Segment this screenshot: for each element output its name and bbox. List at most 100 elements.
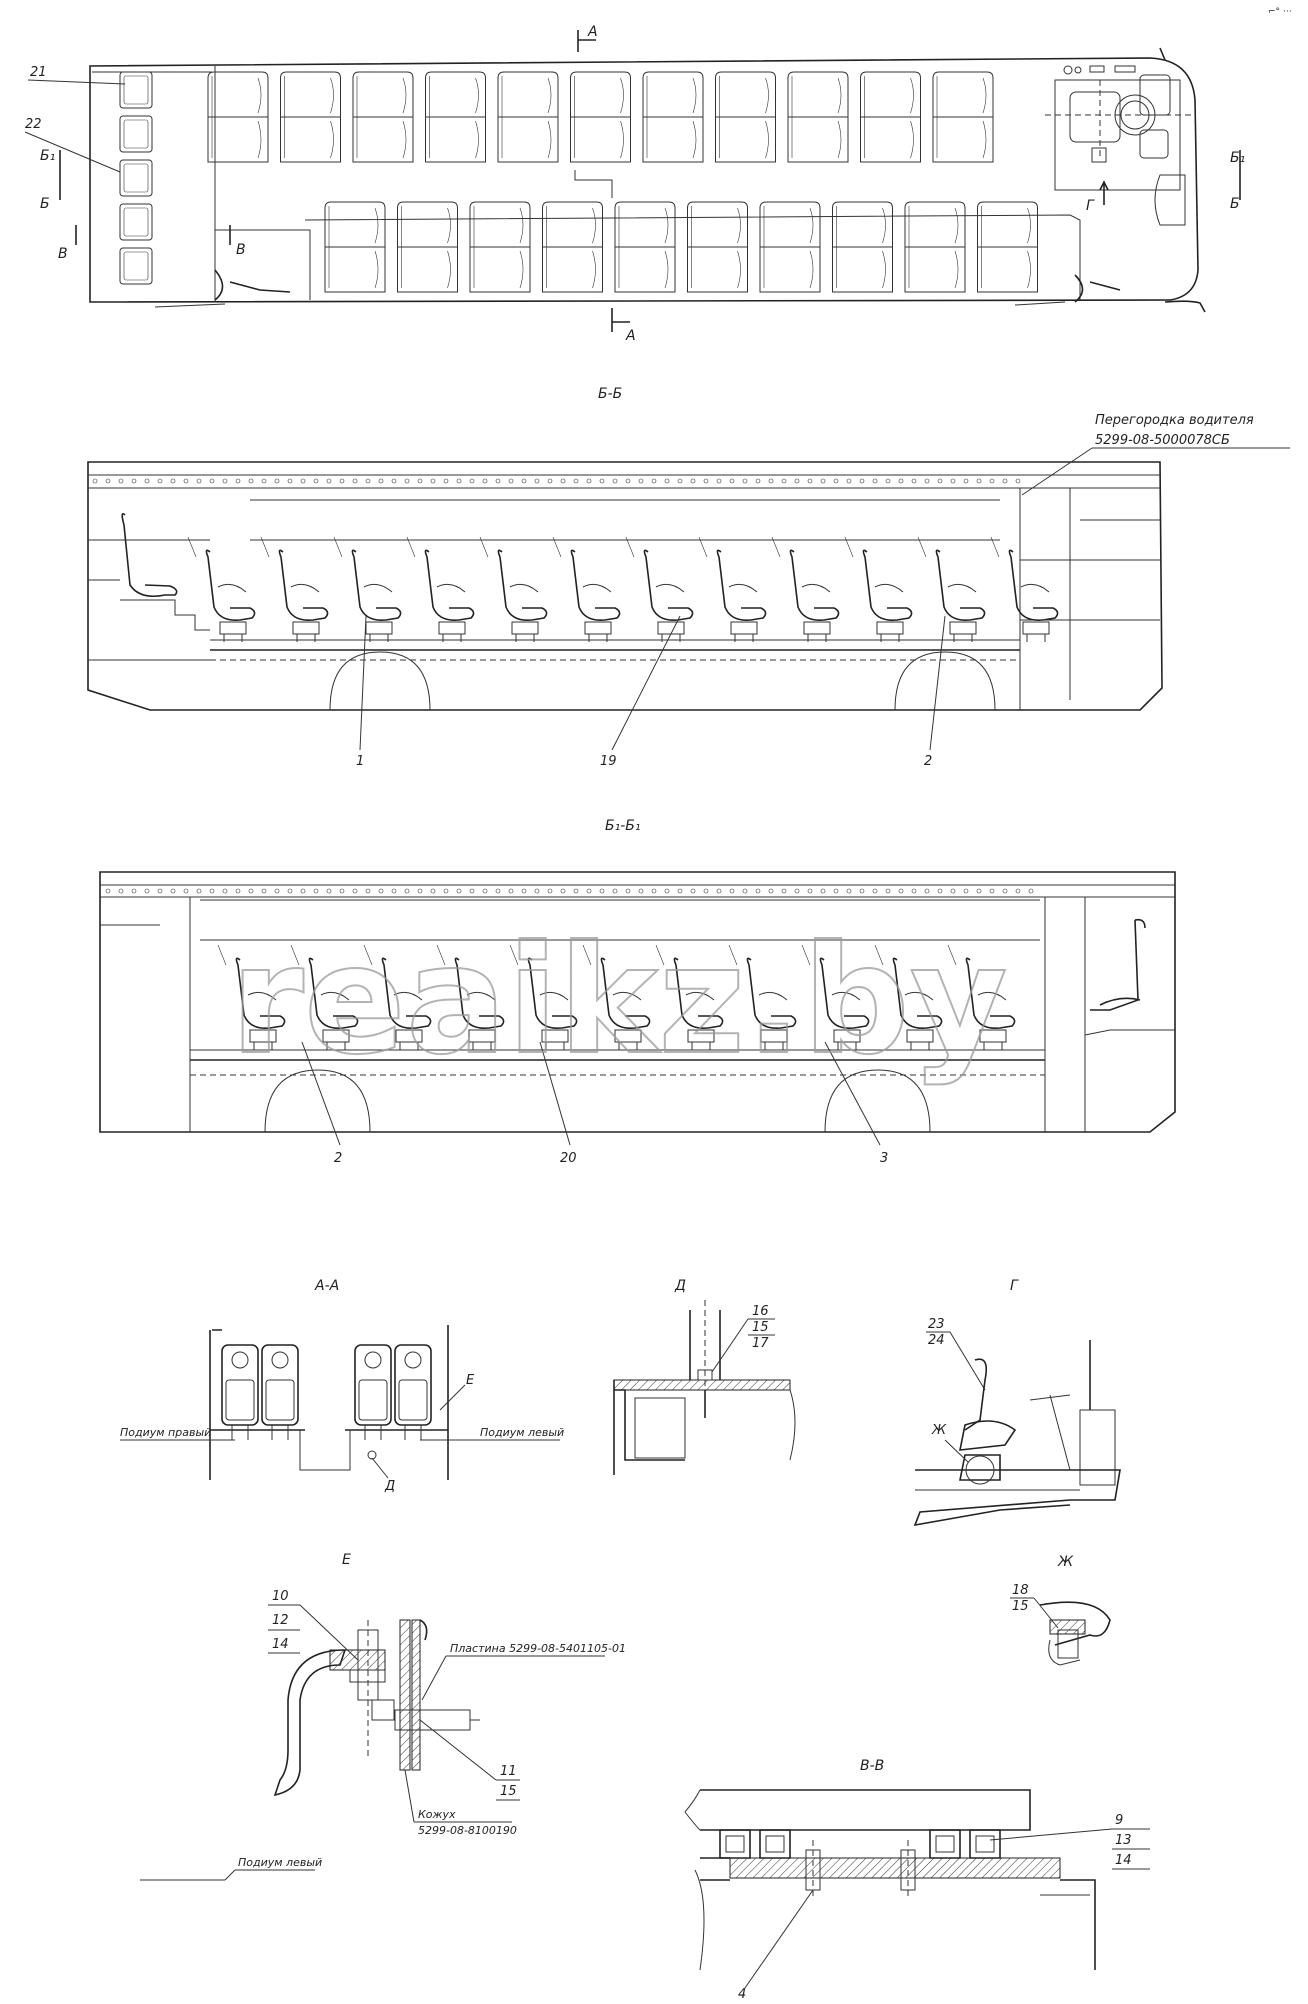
plan-view: А А Б Б₁ В В Б₁ Б Г <box>24 24 1245 344</box>
svg-text:16: 16 <box>752 1304 769 1319</box>
rivet <box>898 478 904 484</box>
rivet <box>274 478 280 484</box>
rivet <box>664 888 670 894</box>
rivet <box>118 888 124 894</box>
callout-bb-19: 19 <box>600 615 681 769</box>
seat-front-view <box>394 1344 432 1440</box>
rivet <box>313 888 319 894</box>
svg-text:2: 2 <box>924 754 932 769</box>
seat-side <box>333 536 402 642</box>
rivet <box>456 478 462 484</box>
seat-side <box>771 536 840 642</box>
rivet <box>768 888 774 894</box>
seat-pair-plan <box>642 71 704 163</box>
rivet <box>950 888 956 894</box>
rivet <box>248 478 254 484</box>
rivet <box>885 478 891 484</box>
seat-side <box>990 536 1059 642</box>
rivet <box>638 478 644 484</box>
rivet <box>183 888 189 894</box>
rivet <box>261 888 267 894</box>
rivet <box>365 888 371 894</box>
rear-seat <box>119 159 153 197</box>
svg-text:12: 12 <box>272 1613 289 1628</box>
seat-pair-plan <box>715 71 776 163</box>
rivet <box>469 888 475 894</box>
section-marker-a-top: А <box>577 24 598 52</box>
vv-bolt-right <box>900 1840 916 1900</box>
callouts-e-right: 11 15 <box>419 1719 520 1801</box>
rivet <box>937 888 943 894</box>
callouts-vv-right: 9 13 14 <box>989 1813 1150 1870</box>
label-podium-left-e: Подиум левый <box>140 1856 322 1881</box>
detail-e-view: Е 10 12 14 Пластина 5299-08-5401105-01 1… <box>140 1552 626 1881</box>
rivet <box>963 888 969 894</box>
rivet <box>807 888 813 894</box>
section-marker-a-bottom: А <box>611 308 636 344</box>
vv-seat-rails <box>719 1829 1001 1859</box>
rivet <box>430 478 436 484</box>
svg-text:21: 21 <box>30 65 47 80</box>
seat-pair-plan <box>570 71 631 163</box>
rivet <box>924 478 930 484</box>
rivet <box>300 478 306 484</box>
rivet <box>326 478 332 484</box>
rivet <box>781 478 787 484</box>
rivet <box>664 478 670 484</box>
rivet <box>742 888 748 894</box>
detail-g-view: Г 23 24 Ж <box>913 1278 1121 1527</box>
rivet <box>222 888 228 894</box>
rivet <box>781 888 787 894</box>
seat-side <box>363 944 432 1050</box>
rivet <box>443 888 449 894</box>
seat-side <box>479 536 548 642</box>
rivet <box>313 478 319 484</box>
rivet <box>144 478 150 484</box>
rivet <box>105 888 111 894</box>
rear-seat-side <box>121 512 178 598</box>
svg-text:5299-08-8100190: 5299-08-8100190 <box>418 1824 517 1837</box>
svg-text:Перегородка водителя: Перегородка водителя <box>1095 413 1254 428</box>
rivet <box>1015 478 1021 484</box>
rivet <box>495 888 501 894</box>
rivet <box>261 478 267 484</box>
rivet <box>729 478 735 484</box>
seat-side <box>625 536 694 642</box>
rivet <box>677 478 683 484</box>
svg-text:1: 1 <box>356 754 364 769</box>
svg-text:А: А <box>625 328 636 344</box>
driver-seat-b1 <box>1090 918 1146 1011</box>
rivet <box>157 888 163 894</box>
seat-pair-plan <box>542 201 603 293</box>
rivet-row-bb <box>92 478 1021 484</box>
svg-text:А-А: А-А <box>314 1278 339 1294</box>
seat-pair-plan <box>324 201 386 293</box>
corner-mark: ⌐° ··· <box>1268 7 1292 17</box>
svg-text:2: 2 <box>334 1151 342 1166</box>
rivet <box>443 478 449 484</box>
rivet <box>300 888 306 894</box>
callout-b1-20: 20 <box>539 1041 577 1166</box>
rivet <box>950 478 956 484</box>
rivet <box>807 478 813 484</box>
rivet <box>573 478 579 484</box>
callouts-d: 16 15 17 <box>711 1304 775 1373</box>
seat-side <box>217 944 286 1050</box>
marker-zh-ref: Ж <box>931 1423 995 1485</box>
detail-d-view: Д 16 15 17 <box>613 1278 796 1475</box>
seat-pair-plan <box>614 201 676 293</box>
svg-text:Ж: Ж <box>931 1423 947 1438</box>
svg-text:14: 14 <box>272 1637 289 1652</box>
rivet <box>885 888 891 894</box>
rivet <box>404 888 410 894</box>
svg-text:Подиум левый: Подиум левый <box>238 1856 322 1869</box>
rivet <box>768 478 774 484</box>
rivet <box>404 478 410 484</box>
svg-text:Кожух: Кожух <box>418 1808 456 1821</box>
rivet <box>651 478 657 484</box>
svg-text:22: 22 <box>25 117 42 132</box>
rear-seat <box>119 247 153 285</box>
rivet <box>677 888 683 894</box>
marker-e: Е <box>439 1373 475 1411</box>
